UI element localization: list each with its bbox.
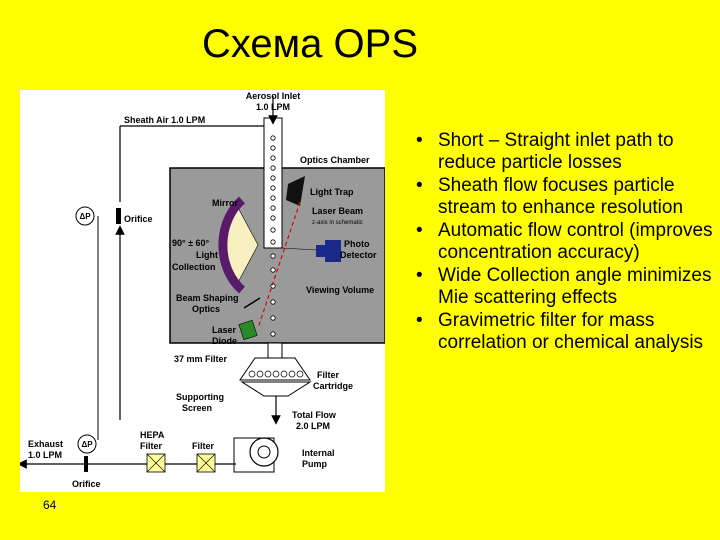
- label-laser-beam: Laser Beam: [312, 206, 363, 216]
- filter-cartridge-neck: [267, 342, 283, 359]
- label-photo: Photo: [344, 239, 370, 249]
- label-hepa: HEPA: [140, 430, 165, 440]
- ops-schematic-svg: Aerosol Inlet 1.0 LPM Sheath Air 1.0 LPM…: [17, 91, 386, 489]
- bullet-text: Sheath flow focuses particle stream to e…: [438, 175, 684, 218]
- label-filter-box: Filter: [192, 441, 215, 451]
- particle-stream: [270, 135, 276, 337]
- delta-p-bottom: [77, 434, 97, 454]
- label-cartridge: Cartridge: [313, 381, 353, 391]
- light-trap: [286, 176, 305, 206]
- slide-title: Схема OPS: [201, 22, 418, 66]
- label-orifice-top: Orifice: [124, 214, 153, 224]
- label-z-axis: z-axis in schematic: [312, 220, 363, 226]
- sheath-air-line: [120, 125, 267, 150]
- label-aerosol-inlet: Aerosol Inlet: [246, 91, 301, 101]
- label-exhaust: Exhaust: [28, 439, 63, 449]
- bullet-text: Short – Straight inlet path to reduce pa…: [438, 130, 674, 173]
- page-number: 64: [43, 498, 57, 512]
- photo-detector-lens: [316, 245, 326, 257]
- label-total-flow: Total Flow: [292, 410, 337, 420]
- laser-beam: [257, 201, 301, 329]
- label-screen: Screen: [182, 403, 212, 413]
- laser-diode: [238, 319, 258, 341]
- mirror: [218, 196, 246, 294]
- label-angle: 90° ± 60°: [172, 238, 210, 248]
- label-hepa-filter: Filter: [140, 441, 163, 451]
- label-delta-p-bottom: ΔP: [81, 440, 93, 449]
- bullet-dot: •: [416, 220, 423, 241]
- label-internal: Internal: [302, 448, 335, 458]
- bullet-dot: •: [416, 310, 423, 331]
- pump-rotor-inner: [257, 445, 271, 459]
- bullet-item: • Sheath flow focuses particle stream to …: [408, 175, 713, 219]
- bullet-dot: •: [416, 175, 423, 196]
- label-37mm-filter: 37 mm Filter: [174, 354, 228, 364]
- label-detector: Detector: [340, 250, 377, 260]
- label-light-trap: Light Trap: [310, 187, 354, 197]
- label-laser: Laser: [212, 325, 237, 335]
- bullet-dot: •: [416, 265, 423, 286]
- bullet-dot: •: [416, 130, 423, 151]
- bullet-item: • Automatic flow control (improves concen…: [408, 220, 713, 264]
- label-delta-p-top: ΔP: [79, 212, 91, 221]
- label-light: Light: [196, 250, 218, 260]
- bullet-item: • Gravimetric filter for mass correlation…: [408, 310, 713, 354]
- label-viewing-volume: Viewing Volume: [306, 285, 374, 295]
- label-aerosol-inlet-flow: 1.0 LPM: [256, 102, 290, 112]
- label-exhaust-flow: 1.0 LPM: [28, 450, 62, 460]
- bullet-item: • Short – Straight inlet path to reduce p…: [408, 130, 713, 174]
- label-orifice-bottom: Orifice: [72, 479, 101, 489]
- label-supporting: Supporting: [176, 392, 224, 402]
- bullet-text: Automatic flow control (improves concent…: [438, 220, 713, 263]
- delta-p-top: [75, 206, 95, 226]
- label-total-flow-rate: 2.0 LPM: [296, 421, 330, 431]
- beam-shaping-optics: [243, 297, 261, 309]
- label-sheath-air: Sheath Air 1.0 LPM: [124, 115, 205, 125]
- label-collection: Collection: [172, 262, 216, 272]
- filter-media: [248, 370, 304, 378]
- photo-detector: [325, 240, 341, 262]
- label-mirror: Mirror: [212, 198, 239, 208]
- pump-rotor: [249, 437, 279, 467]
- orifice-top-mark: [116, 208, 121, 224]
- bullet-text: Gravimetric filter for mass correlation …: [438, 310, 704, 353]
- orifice-bottom-mark: [84, 456, 88, 472]
- ops-schematic: Aerosol Inlet 1.0 LPM Sheath Air 1.0 LPM…: [17, 90, 386, 492]
- bullet-text: Wide Collection angle minimizes Mie scat…: [438, 265, 712, 308]
- filter-cartridge-bottom: [240, 381, 312, 397]
- label-beam-shaping: Beam Shaping: [176, 293, 239, 303]
- label-diode: Diode: [212, 336, 237, 346]
- bullet-list: • Short – Straight inlet path to reduce p…: [408, 130, 713, 355]
- bullet-item: • Wide Collection angle minimizes Mie sca…: [408, 265, 713, 309]
- detector-leader: [281, 247, 317, 251]
- label-pump: Pump: [302, 459, 328, 469]
- label-optics-chamber: Optics Chamber: [300, 155, 370, 165]
- label-filter: Filter: [317, 370, 340, 380]
- label-optics: Optics: [192, 304, 220, 314]
